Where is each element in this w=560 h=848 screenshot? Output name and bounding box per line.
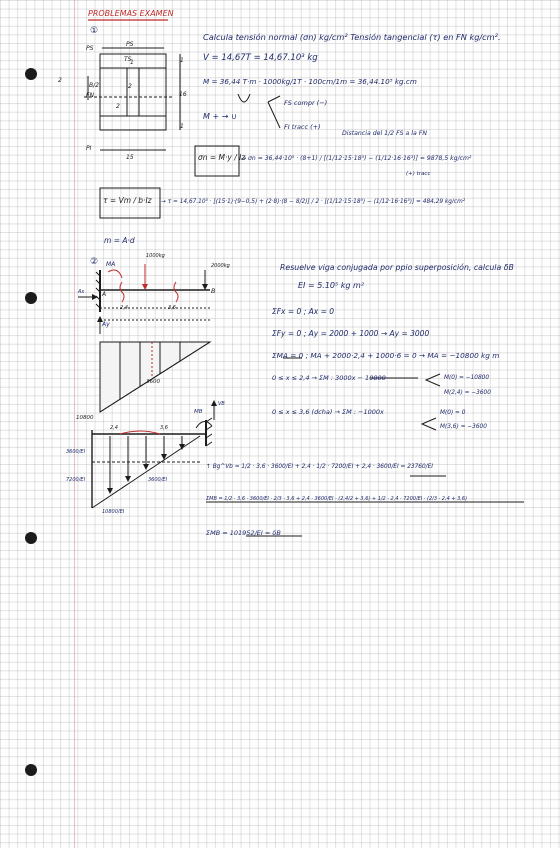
- conjugate-load-3600: 3600/EI: [66, 449, 86, 455]
- problem-1-statement: Calcula tensión normal (σn) kg/cm² Tensi…: [203, 32, 501, 42]
- equation-cut-2: 0 ≤ x ≤ 3,6 (dcha) → ΣM : −1000x: [272, 408, 384, 416]
- line-moment: M = 36,44 T·m · 1000kg/1T · 100cm/1m = 3…: [203, 77, 417, 86]
- beam-ay: Ay: [102, 321, 110, 328]
- page-heading: PROBLEMAS EXAMEN: [88, 9, 174, 18]
- margin-line: [74, 0, 75, 848]
- annotation-distance: Distancia del 1/2 FS a la FN: [342, 130, 427, 137]
- fi-traction: FI tracc (+): [284, 123, 321, 131]
- dim-2-mid: 2: [128, 83, 132, 90]
- binder-hole: [25, 764, 37, 776]
- conjugate-beam: [91, 400, 217, 509]
- equation-vb: ↑ Bg^Vb = 1/2 · 3,6 · 3600/EI + 2,4 · 1/…: [206, 464, 433, 470]
- formula-shear-stress: τ = Vm / b·Iz: [103, 196, 152, 205]
- binder-hole: [25, 292, 37, 304]
- problem-2-statement: Resuelve viga conjugada por ppio superpo…: [280, 263, 514, 272]
- binder-hole: [25, 68, 37, 80]
- dim-1-top: 1: [180, 57, 184, 64]
- beam-point-b: B: [211, 287, 216, 295]
- equation-sum-fy: ΣFy = 0 ; Ay = 2000 + 1000 → Ay = 3000: [272, 329, 430, 338]
- conjugate-load-3600-second: 3600/EI: [148, 477, 168, 483]
- dim-1-bottom: 1: [180, 123, 184, 130]
- result-cut-2a: M(0) = 0: [440, 410, 466, 416]
- beam-ma-label: MA: [106, 261, 116, 268]
- dim-ts: TS: [124, 56, 132, 63]
- conjugate-mb-label: MB: [194, 409, 203, 415]
- sign-traction: (+) tracc: [406, 171, 431, 177]
- i-section: [84, 47, 181, 151]
- conjugate-load-10800: 10800/EI: [102, 509, 125, 515]
- label-ps-left: PS: [86, 45, 94, 52]
- formula-boxes: [99, 93, 524, 537]
- result-cut-1b: M(2,4) = −3600: [444, 390, 491, 396]
- label-b-half: B/2: [89, 82, 99, 89]
- formula-normal-stress: σn = M·y / Iz: [198, 153, 246, 162]
- result-cut-2b: M(3,6) = −3600: [440, 424, 487, 430]
- equation-sum-fx: ΣFx = 0 ; Ax = 0: [272, 307, 335, 316]
- beam-load-1: 1000kg: [146, 253, 165, 259]
- line-shear: V = 14,67T = 14,67.10³ kg: [203, 53, 318, 63]
- conjugate-load-7200: 7200/EI: [66, 477, 86, 483]
- label-fn: FN: [86, 92, 94, 99]
- beam-diagram: [78, 264, 210, 334]
- beam-point-a: A: [102, 291, 107, 298]
- label-pi: PI: [86, 145, 92, 152]
- equation-sum-ma: ΣMA = 0 ; MA + 2000·2,4 + 1000·6 = 0 → M…: [272, 351, 500, 360]
- dim-2-web: 2: [116, 103, 120, 110]
- sign-convention: M + → ∪: [203, 112, 237, 121]
- problem-2-number: ②: [90, 257, 99, 267]
- beam-dist-2: 3,6: [168, 305, 176, 311]
- moment-diagram: [99, 341, 212, 413]
- calc-normal-stress: → σn = 36,44·10⁵ · (8+1) / [(1/12·15·18³…: [241, 155, 472, 162]
- conjugate-dist-2: 3,6: [160, 425, 168, 431]
- beam-load-2: 2000kg: [211, 263, 230, 269]
- conjugate-vb-label: VB: [218, 401, 225, 407]
- web-label: 1: [130, 59, 134, 66]
- beam-ax: Ax: [78, 289, 85, 295]
- dim-15: 15: [126, 154, 134, 161]
- equation-cut-1: 0 ≤ x ≤ 2,4 → ΣM : 3000x − 10800: [272, 374, 386, 382]
- moment-value-10800: 10800: [76, 415, 94, 421]
- problem-1-number: ①: [90, 26, 99, 36]
- fs-compression: FS compr (−): [284, 99, 328, 107]
- result-cut-1a: M(0) = −10800: [444, 375, 490, 381]
- first-moment-definition: m = A·d: [104, 236, 135, 245]
- beam-dist-1: 2,4: [120, 305, 128, 311]
- conjugate-dist-1: 2,4: [110, 425, 118, 431]
- label-ps-top: PS: [126, 41, 134, 48]
- flexural-rigidity: EI = 5.10⁵ kg m²: [298, 281, 365, 290]
- dim-16: 16: [179, 91, 187, 98]
- result-deflection-b: ΣMB = 101952/EI = δB: [206, 529, 281, 537]
- calc-shear-stress: → τ = 14,67.10³ · [(15·1)·(9−0,5) + (2·8…: [161, 199, 466, 205]
- equation-mb: ΣMB = 1/2 · 3,6 · 3600/EI · 2/3 · 3,6 + …: [206, 496, 468, 502]
- moment-value-3600: 3600: [146, 379, 160, 385]
- dim-2-left: 2: [58, 77, 62, 84]
- binder-hole: [25, 532, 37, 544]
